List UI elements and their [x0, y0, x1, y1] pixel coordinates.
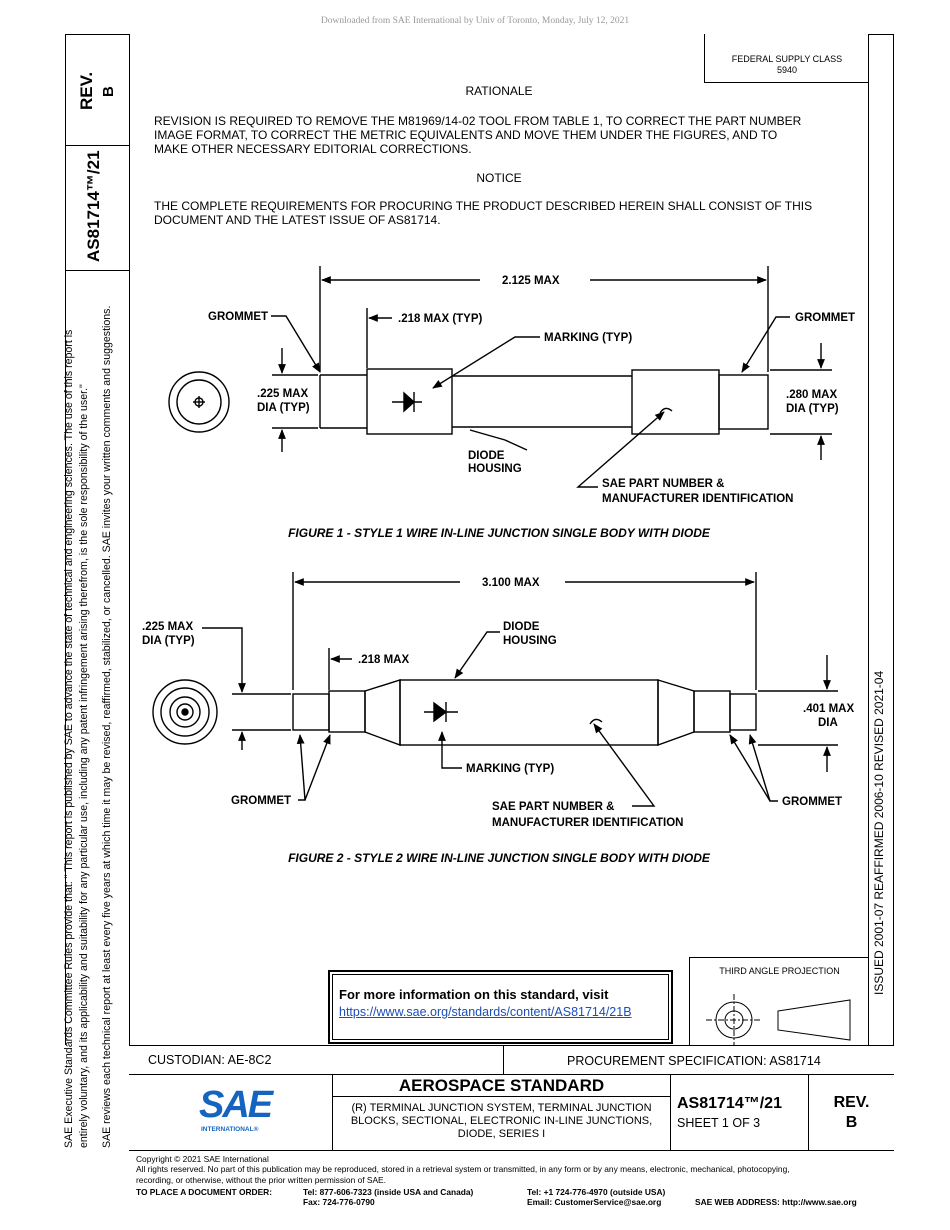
- info-box: For more information on this standard, v…: [328, 970, 673, 1044]
- fig1-dia-left-2: DIA (TYP): [257, 402, 310, 414]
- title-rev-value: B: [845, 1114, 858, 1131]
- rights-line-2: recording, or otherwise, without the pri…: [136, 1175, 386, 1185]
- fig1-grommet-right: GROMMET: [795, 312, 855, 324]
- fig1-part-1: SAE PART NUMBER &: [602, 478, 724, 490]
- notice-heading: NOTICE: [476, 171, 522, 185]
- download-notice: Downloaded from SAE International by Uni…: [320, 16, 630, 26]
- rationale-line-1: REVISION IS REQUIRED TO REMOVE THE M8196…: [154, 114, 802, 128]
- supply-class-label: FEDERAL SUPPLY CLASS: [731, 54, 843, 64]
- procurement-spec: PROCUREMENT SPECIFICATION: AS81714: [567, 1054, 821, 1068]
- fig1-grommet-left: GROMMET: [208, 311, 268, 323]
- fig1-dim-218: .218 MAX (TYP): [398, 313, 483, 325]
- info-heading: For more information on this standard, v…: [339, 987, 609, 1002]
- supply-class-value: 5940: [776, 65, 798, 75]
- standard-link[interactable]: https://www.sae.org/standards/content/AS…: [339, 1005, 632, 1019]
- title-line-1: (R) TERMINAL JUNCTION SYSTEM, TERMINAL J…: [351, 1102, 652, 1114]
- rationale-line-3: MAKE OTHER NECESSARY EDITORIAL CORRECTIO…: [154, 142, 472, 156]
- fig1-dia-left-1: .225 MAX: [257, 388, 308, 400]
- projection-box: THIRD ANGLE PROJECTION: [689, 957, 869, 1046]
- title-line-2: BLOCKS, SECTIONAL, ELECTRONIC IN-LINE JU…: [350, 1115, 653, 1127]
- fig2-dim-218: .218 MAX: [358, 654, 409, 666]
- sae-logo: SAE INTERNATIONAL®: [199, 1084, 273, 1136]
- figure-2-caption: FIGURE 2 - STYLE 2 WIRE IN-LINE JUNCTION…: [288, 851, 710, 865]
- fig1-part-2: MANUFACTURER IDENTIFICATION: [602, 493, 793, 505]
- custodian: CUSTODIAN: AE-8C2: [148, 1053, 272, 1067]
- title-rev-label: REV.: [833, 1094, 870, 1111]
- fig1-end-view-inner: [176, 379, 222, 425]
- email: Email: CustomerService@sae.org: [527, 1197, 662, 1207]
- rationale-heading: RATIONALE: [465, 84, 533, 98]
- fig1-housing-1: DIODE: [468, 450, 505, 462]
- projection-symbol-icon: [706, 994, 851, 1046]
- fig1-dim-overall: 2.125 MAX: [502, 275, 560, 287]
- fig2-left-grommet: [292, 693, 330, 731]
- fig2-dia-left-1: .225 MAX: [142, 621, 193, 633]
- web-address: SAE WEB ADDRESS: http://www.sae.org: [695, 1197, 857, 1207]
- fig2-grommet-left: GROMMET: [231, 795, 291, 807]
- fax: Fax: 724-776-0790: [303, 1197, 375, 1207]
- notice-line-2: DOCUMENT AND THE LATEST ISSUE OF AS81714…: [154, 213, 441, 227]
- supply-class-box: FEDERAL SUPPLY CLASS 5940: [704, 34, 869, 83]
- tel-outside: Tel: +1 724-776-4970 (outside USA): [527, 1187, 666, 1197]
- fig2-part-1: SAE PART NUMBER &: [492, 801, 614, 813]
- fig1-dia-right-1: .280 MAX: [786, 389, 837, 401]
- sae-logo-sub: INTERNATIONAL®: [201, 1126, 259, 1133]
- fig2-part-2: MANUFACTURER IDENTIFICATION: [492, 817, 683, 829]
- fig1-dia-right-2: DIA (TYP): [786, 403, 839, 415]
- fig1-marking: MARKING (TYP): [544, 332, 632, 344]
- figure-1-caption: FIGURE 1 - STYLE 1 WIRE IN-LINE JUNCTION…: [288, 526, 710, 540]
- sheet-number: SHEET 1 OF 3: [677, 1116, 761, 1130]
- projection-label: THIRD ANGLE PROJECTION: [719, 966, 840, 976]
- fig2-marking: MARKING (TYP): [466, 763, 554, 775]
- fig1-housing-2: HOUSING: [468, 463, 522, 475]
- notice-line-1: THE COMPLETE REQUIREMENTS FOR PROCURING …: [154, 199, 813, 213]
- fig2-right-grommet: [729, 693, 757, 731]
- title-doc-number: AS81714™/21: [677, 1095, 782, 1112]
- fig2-grommet-right: GROMMET: [782, 796, 842, 808]
- figure-2-drawing: 3.100 MAX .225 MAX DIA (TYP) DIODE HOUSI…: [142, 572, 854, 829]
- fig2-dia-right-2: DIA: [818, 717, 838, 729]
- sae-logo-text: SAE: [199, 1084, 273, 1126]
- figure-1-drawing: 2.125 MAX GROMMET GROMMET .218 MAX (TYP)…: [168, 266, 855, 505]
- tel-usa: Tel: 877-606-7323 (inside USA and Canada…: [303, 1187, 474, 1197]
- fig2-dim-overall: 3.100 MAX: [482, 577, 540, 589]
- rights-line-1: All rights reserved. No part of this pub…: [136, 1164, 790, 1174]
- order-label: TO PLACE A DOCUMENT ORDER:: [136, 1187, 273, 1197]
- rationale-line-2: IMAGE FORMAT, TO CORRECT THE METRIC EQUI…: [154, 128, 778, 142]
- fig2-housing-2: HOUSING: [503, 635, 557, 647]
- standard-type: AEROSPACE STANDARD: [398, 1076, 605, 1095]
- fig2-dia-right-1: .401 MAX: [803, 703, 854, 715]
- fig1-end-view-outer: [168, 371, 230, 433]
- fig2-dia-left-2: DIA (TYP): [142, 635, 195, 647]
- copyright: Copyright © 2021 SAE International: [136, 1154, 269, 1164]
- title-line-3: DIODE, SERIES I: [457, 1128, 546, 1140]
- fig1-right-grommet: [718, 374, 769, 430]
- fig1-right-block: [631, 369, 720, 435]
- fig2-housing-1: DIODE: [503, 621, 540, 633]
- fig2-end-view-outer: [152, 679, 218, 745]
- fig1-diode-housing-block: [366, 368, 453, 435]
